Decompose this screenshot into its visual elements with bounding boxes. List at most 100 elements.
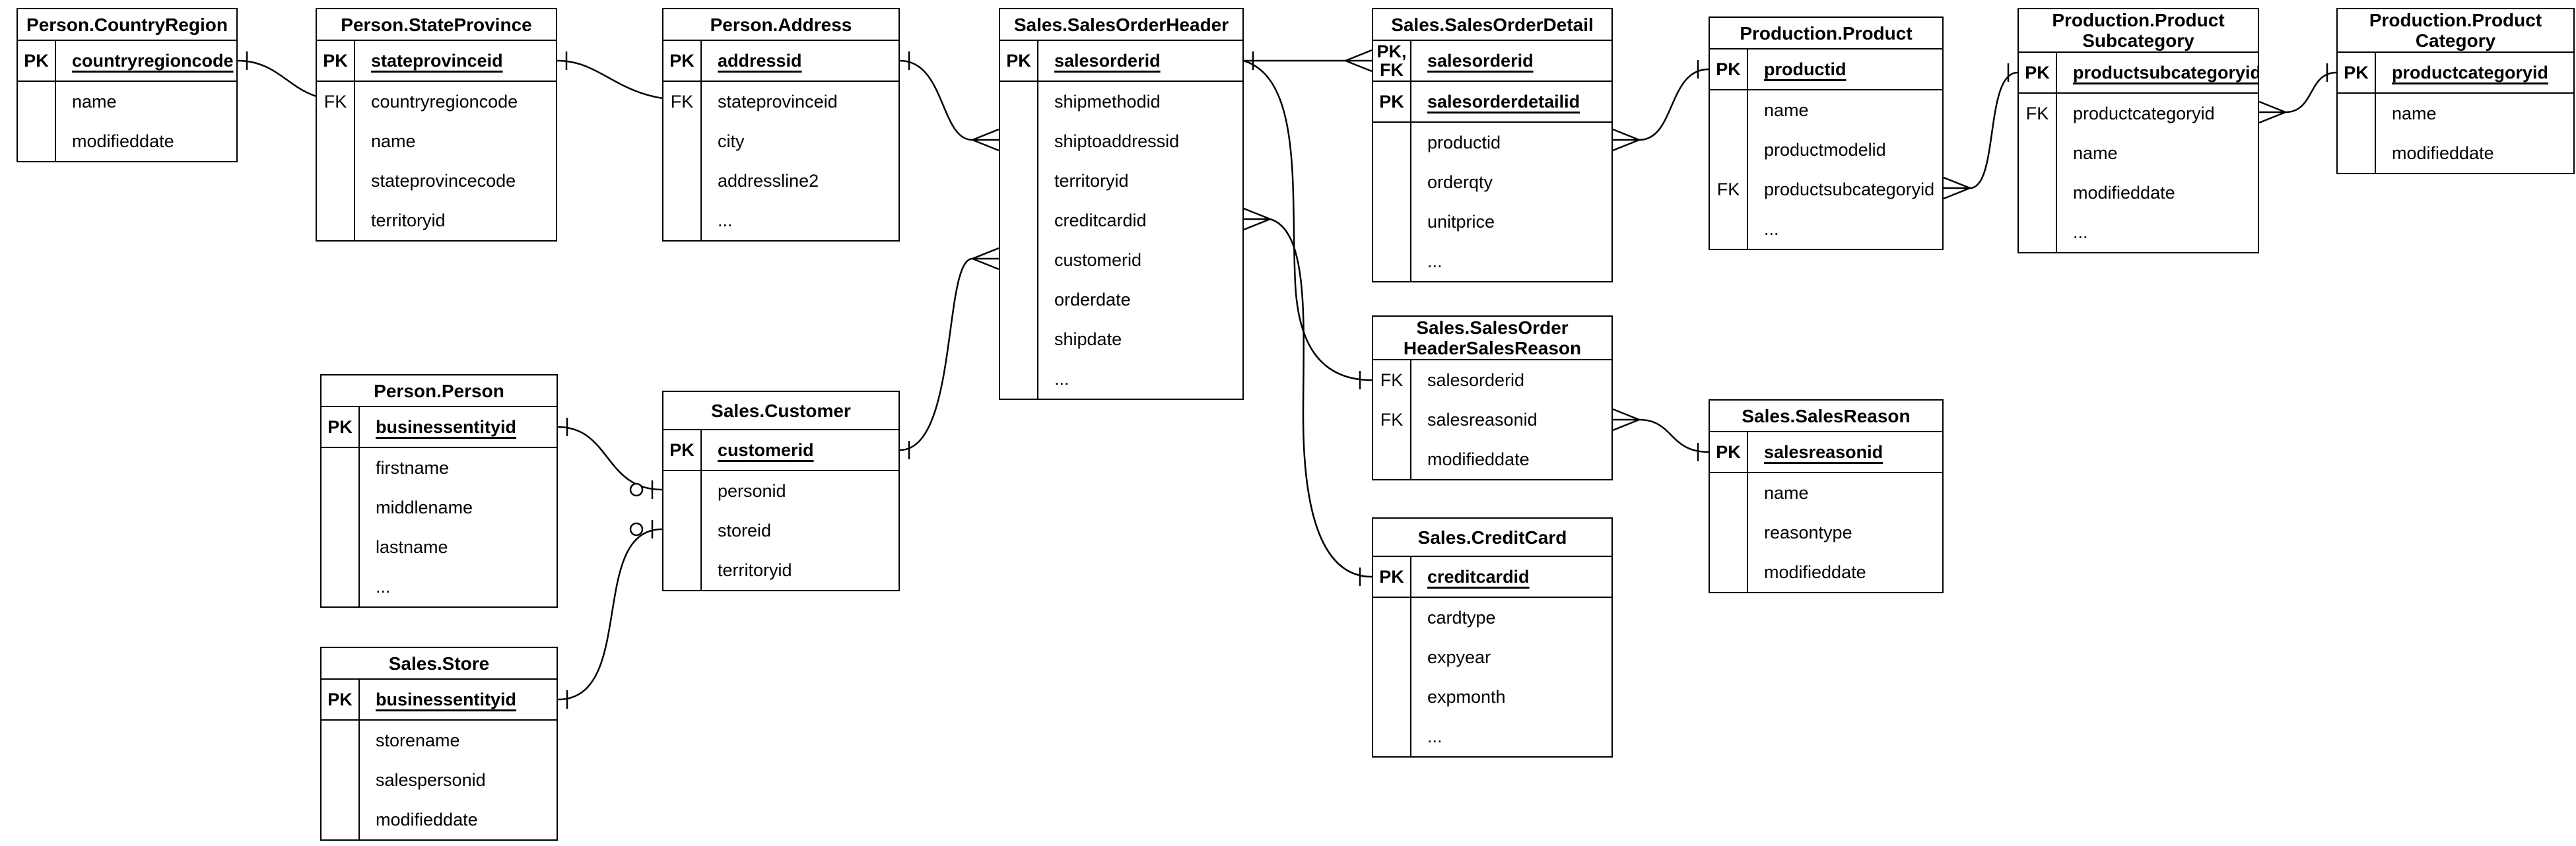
key-badge [1373,123,1411,162]
table-sales-salesorderheadersalesreason[interactable]: Sales.SalesOrder HeaderSalesReason FK sa… [1372,315,1613,480]
column-name: salespersonid [376,769,486,790]
row-shipdate: shipdate [1000,319,1242,359]
row-city: city [663,121,898,161]
key-badge [2019,173,2057,212]
table-title-text: Person.Person [374,380,504,401]
column-name: reasontype [1764,522,1852,542]
key-badge [1710,473,1748,513]
row-salespersonid: salespersonid [322,760,557,800]
row-expmonth: expmonth [1373,677,1611,717]
key-badge [322,567,360,606]
table-production-productcategory[interactable]: Production.Product Category PK productca… [2336,8,2575,174]
row-stateprovinceid: FK stateprovinceid [663,82,898,121]
column-name: modifieddate [72,131,174,151]
pk-section-1: PK,FK salesorderid [1373,41,1611,82]
row-salesreasonid: PK salesreasonid [1710,432,1942,472]
column-name: storeid [718,520,772,540]
row-ellipsis: ... [2019,212,2258,252]
key-badge: PK [1373,82,1411,121]
row-shiptoaddressid: shiptoaddressid [1000,121,1242,161]
column-name: addressid [718,50,802,71]
table-person-address[interactable]: Person.Address PK addressid FK stateprov… [662,8,900,242]
key-badge [663,471,702,511]
row-orderdate: orderdate [1000,280,1242,319]
column-name: orderqty [1427,172,1493,192]
row-unitprice: unitprice [1373,202,1611,242]
table-title-text: Sales.SalesReason [1742,405,1911,426]
table-production-product[interactable]: Production.Product PK productid name pro… [1709,16,1944,250]
table-title-text: Person.CountryRegion [26,14,228,35]
table-title: Sales.SalesReason [1710,401,1942,432]
row-businessentityid: PK businessentityid [322,680,557,719]
table-sales-store[interactable]: Sales.Store PK businessentityid storenam… [320,647,558,841]
column-name: customerid [718,439,814,460]
row-productid: productid [1373,123,1611,162]
key-badge: PK [663,430,702,470]
pk-section: PK addressid [663,41,898,82]
row-addressid: PK addressid [663,41,898,81]
column-name: businessentityid [376,689,517,709]
row-ellipsis: ... [322,567,557,606]
key-badge: FK [1373,360,1411,400]
key-badge [1000,240,1038,280]
connector-product-productsubcategory [1943,63,2018,200]
table-title: Sales.CreditCard [1373,519,1611,557]
key-badge [1000,121,1038,161]
column-name: unitprice [1427,211,1495,232]
row-ellipsis: ... [663,201,898,240]
table-title: Sales.Store [322,648,557,680]
column-name: shipmethodid [1054,91,1161,112]
column-name: productcategoryid [2392,62,2549,82]
table-title-text: Sales.Store [388,653,490,674]
column-name: stateprovinceid [718,91,838,112]
column-name: salesreasonid [1764,441,1883,462]
column-name: modifieddate [2073,182,2175,203]
table-sales-customer[interactable]: Sales.Customer PK customerid personid st… [662,391,900,591]
column-name: name [1764,100,1809,120]
column-name: name [72,91,117,112]
table-sales-salesorderdetail[interactable]: Sales.SalesOrderDetail PK,FK salesorderi… [1372,8,1613,282]
pk-section: PK businessentityid [322,407,557,448]
row-stateprovinceid: PK stateprovinceid [317,41,556,81]
key-badge: PK [2019,53,2057,92]
body-section: FK countryregioncode name stateprovincec… [317,82,556,240]
row-name: name [1710,473,1942,513]
table-title-line1: Production.Product [2369,10,2542,30]
key-badge [1710,513,1748,552]
table-sales-creditcard[interactable]: Sales.CreditCard PK creditcardid cardtyp… [1372,517,1613,758]
key-badge [2019,212,2057,252]
row-customerid: PK customerid [663,430,898,470]
row-modifieddate: modifieddate [2019,173,2258,212]
row-salesreasonid: FK salesreasonid [1373,400,1611,439]
key-badge: FK [1373,400,1411,439]
table-sales-salesreason[interactable]: Sales.SalesReason PK salesreasonid name … [1709,399,1944,593]
key-badge: PK [1710,432,1748,472]
column-name: salesorderid [1054,50,1161,71]
row-modifieddate: modifieddate [1373,439,1611,479]
key-badge: PK [317,41,355,81]
connector-productsubcategory-productcategory [2258,63,2337,124]
key-badge [663,550,702,590]
table-production-productsubcategory[interactable]: Production.Product Subcategory PK produc… [2017,8,2259,253]
column-name: stateprovinceid [371,50,503,71]
key-badge: PK [322,680,360,719]
row-name: name [1710,90,1942,130]
row-name: name [2019,133,2258,173]
table-sales-salesorderheader[interactable]: Sales.SalesOrderHeader PK salesorderid s… [999,8,1244,400]
row-modifieddate: modifieddate [322,800,557,839]
table-person-countryregion[interactable]: Person.CountryRegion PK countryregioncod… [17,8,238,162]
table-title: Production.Product Subcategory [2019,9,2258,53]
row-ellipsis: ... [1373,242,1611,281]
row-productid: PK productid [1710,49,1942,89]
key-badge [663,201,702,240]
key-badge: PK [322,407,360,447]
column-name: shipdate [1054,329,1122,349]
table-person-stateprovince[interactable]: Person.StateProvince PK stateprovinceid … [316,8,557,242]
table-person-person[interactable]: Person.Person PK businessentityid firstn… [320,374,558,608]
connector-person-customer [557,418,663,499]
key-badge [663,511,702,550]
row-ellipsis: ... [1373,717,1611,756]
key-badge [322,448,360,488]
column-name: modifieddate [1427,449,1530,469]
column-name: ... [1764,218,1779,239]
